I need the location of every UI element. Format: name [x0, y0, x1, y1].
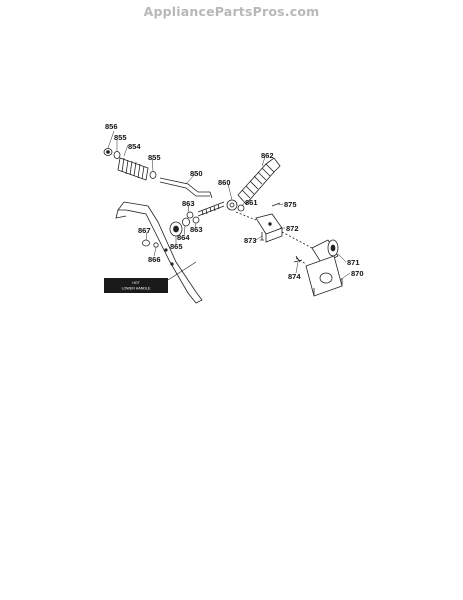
washer-855-upper [113, 151, 121, 159]
knob-865 [169, 221, 183, 237]
lower-handle-callout: HOT LOWER HANDLE [104, 261, 197, 293]
nut-863-lower [192, 216, 200, 224]
label-860: 860 [218, 178, 231, 187]
label-866: 866 [148, 255, 161, 264]
grip-boot [117, 157, 149, 181]
washer-860 [226, 199, 238, 211]
threaded-stud [197, 201, 225, 217]
label-854: 854 [128, 142, 141, 151]
label-855-upper: 855 [114, 133, 127, 142]
washer-856 [103, 148, 113, 156]
coil-spring [237, 157, 281, 205]
label-872: 872 [286, 224, 299, 233]
label-855-lower: 855 [148, 153, 161, 162]
label-870: 870 [351, 269, 364, 278]
label-864: 864 [177, 233, 190, 242]
part-labels: 856 855 854 855 850 860 862 861 875 863 … [105, 122, 364, 281]
label-850: 850 [190, 169, 203, 178]
washer-855-lower [149, 171, 157, 179]
bracket-872 [255, 213, 283, 243]
base-870 [305, 255, 343, 297]
callout-line1: HOT [132, 281, 140, 285]
label-862: 862 [261, 151, 274, 160]
label-867: 867 [138, 226, 151, 235]
nut-867 [142, 239, 150, 247]
label-856: 856 [105, 122, 118, 131]
screw-866 [153, 242, 159, 248]
washer-864 [182, 217, 190, 227]
screw-875 [271, 202, 281, 207]
label-875: 875 [284, 200, 297, 209]
label-874: 874 [288, 272, 301, 281]
leader-lines [107, 130, 351, 281]
nut-861 [237, 204, 245, 212]
label-863-upper: 863 [182, 199, 195, 208]
label-865: 865 [170, 242, 183, 251]
nut-863-upper [186, 211, 194, 219]
screw-874 [293, 255, 303, 263]
label-863-lower: 863 [190, 225, 203, 234]
site-watermark: AppliancePartsPros.com [143, 4, 320, 19]
label-861: 861 [245, 198, 258, 207]
lower-handle [115, 201, 203, 304]
label-873: 873 [244, 236, 257, 245]
label-871: 871 [347, 258, 360, 267]
callout-line2: LOWER HANDLE [122, 287, 151, 291]
shift-rod [159, 177, 213, 199]
